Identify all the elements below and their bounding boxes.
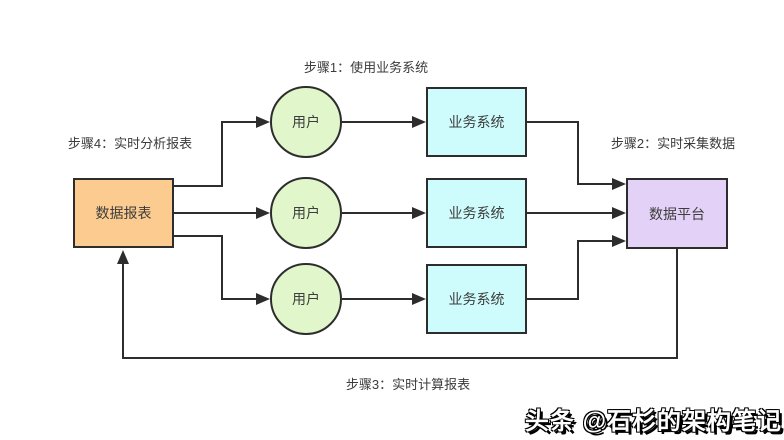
label-step1: 步骤1：使用业务系统 xyxy=(303,60,429,75)
arrowhead-to-user3 xyxy=(256,293,270,305)
edge-system3-platform-segment xyxy=(577,240,579,300)
edge-report-user1-segment xyxy=(221,121,258,123)
watermark-text: 头条 @石杉的架构笔记 xyxy=(524,408,782,435)
edge-user2-system2-segment xyxy=(342,212,414,214)
node-data-platform: 数据平台 xyxy=(626,178,728,249)
arrowhead-to-system1 xyxy=(412,116,426,128)
node-system-1: 业务系统 xyxy=(426,87,527,157)
edge-user1-system1-segment xyxy=(342,121,414,123)
label-step2: 步骤2：实时采集数据 xyxy=(610,136,736,151)
arrowhead-to-platform-2 xyxy=(612,207,626,219)
arrowhead-to-user2 xyxy=(256,207,270,219)
edge-system1-platform-segment xyxy=(577,121,579,185)
arrowhead-to-system3 xyxy=(412,293,426,305)
edge-system3-platform-segment xyxy=(577,240,614,242)
node-system-3: 业务系统 xyxy=(426,264,527,334)
edge-platform-report-segment xyxy=(676,249,678,359)
arrowhead-to-system2 xyxy=(412,207,426,219)
arrowhead-to-user1 xyxy=(256,116,270,128)
edge-report-user1-segment xyxy=(174,185,222,187)
arrowhead-to-platform-3 xyxy=(612,235,626,247)
edge-report-user3-segment xyxy=(221,298,258,300)
node-user-2: 用户 xyxy=(270,177,342,249)
edge-platform-report-segment xyxy=(122,262,124,359)
edge-report-user3-segment xyxy=(221,235,223,300)
edge-report-user2-segment xyxy=(174,212,258,214)
edge-system1-platform-segment xyxy=(577,183,614,185)
label-step4: 步骤4：实时分析报表 xyxy=(67,136,193,151)
edge-system3-platform-segment xyxy=(527,298,579,300)
node-user-1: 用户 xyxy=(270,86,342,158)
edge-report-user3-segment xyxy=(174,235,222,237)
edge-report-user1-segment xyxy=(221,121,223,187)
edge-user3-system3-segment xyxy=(342,298,414,300)
node-system-2: 业务系统 xyxy=(426,178,527,248)
label-step3: 步骤3：实时计算报表 xyxy=(345,377,471,392)
edge-system2-platform-segment xyxy=(527,212,614,214)
arrowhead-to-report xyxy=(117,250,129,264)
edge-platform-report-segment xyxy=(122,357,678,359)
edge-system1-platform-segment xyxy=(527,121,579,123)
arrowhead-to-platform-1 xyxy=(612,178,626,190)
node-user-3: 用户 xyxy=(270,263,342,335)
node-data-report: 数据报表 xyxy=(73,178,174,248)
